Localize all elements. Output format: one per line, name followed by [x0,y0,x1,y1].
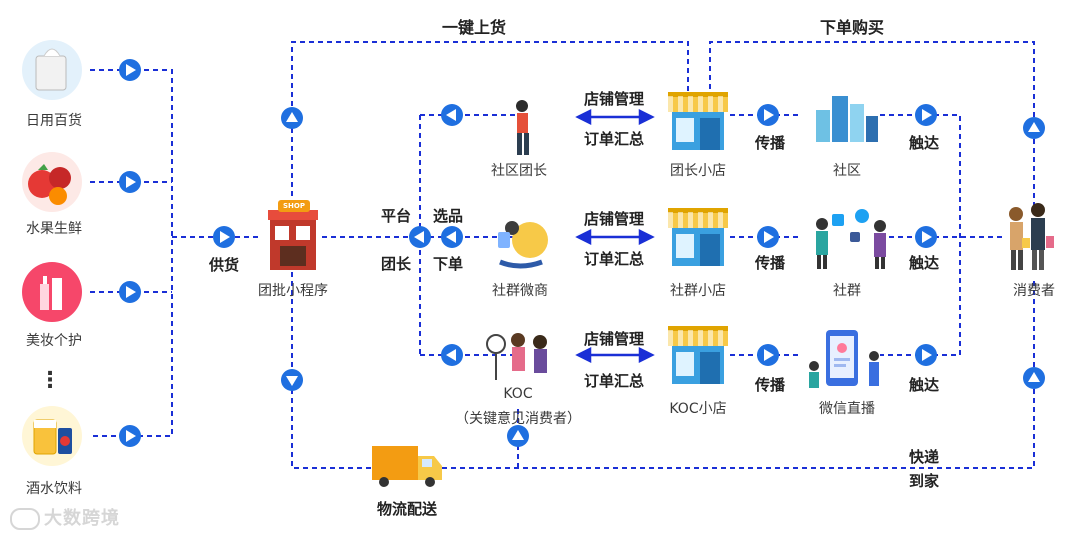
store-mgmt-label: 店铺管理 [583,330,645,348]
flow-arrow-icon [915,226,937,248]
fruit-icon [22,152,82,212]
flow-arrow-icon [915,104,937,126]
shop-icon [268,200,318,270]
channel-label-community: 社区 [833,163,861,179]
flow-arrow-icon [757,104,779,126]
supply-label: 供货 [208,256,240,274]
flow-arrow-icon [915,344,937,366]
logistics-label: 物流配送 [376,500,438,518]
channel-label-live: 微信直播 [819,401,875,417]
storefront-icon [668,208,728,266]
cosmetics-icon [22,262,82,322]
spread-label: 传播 [754,254,786,272]
role-label-koc: KOC [503,386,533,402]
flow-arrow-icon [507,425,529,447]
community-leader-icon [516,100,529,155]
reach-label: 触达 [908,254,940,272]
store-label-leader: 团长小店 [670,163,726,179]
consumers-icon [1009,203,1054,270]
order-summary-label: 订单汇总 [583,372,645,390]
flow-arrow-icon [409,226,431,248]
delivery-label-line2: 到家 [908,472,940,490]
hub-label: 团批小程序 [258,283,328,299]
store-mgmt-label: 店铺管理 [583,210,645,228]
top-left-flow-title: 一键上货 [441,18,507,37]
spread-label: 传播 [754,134,786,152]
live-stream-phone-icon [809,330,879,388]
store-label-group: 社群小店 [670,283,726,299]
reach-label: 触达 [908,134,940,152]
flow-arrow-icon [757,344,779,366]
role-sub-label-koc: （关键意见消费者） [455,411,581,427]
watermark-text: 大数跨境 [44,508,120,529]
watermark-logo-icon [10,508,40,530]
flow-arrow-icon [1023,367,1045,389]
flow-arrow-icon [213,226,235,248]
role-label-wechat: 社群微商 [492,283,548,299]
category-label-cosmetics: 美妆个护 [26,333,82,349]
category-label-drinks: 酒水饮料 [26,481,82,497]
category-label-fruit: 水果生鲜 [26,221,82,237]
role-label-leader: 社区团长 [491,163,547,179]
delivery-label-line1: 快递 [908,448,940,466]
buildings-icon [816,96,878,142]
flow-arrow-icon [119,425,141,447]
flow-arrow-icon [441,226,463,248]
flow-arrow-icon [119,59,141,81]
social-group-icon [816,209,886,269]
category-label-daily: 日用百货 [26,113,82,129]
order-label: 下单 [432,255,464,273]
select-label: 选品 [432,207,464,225]
flow-arrow-icon [757,226,779,248]
spread-label: 传播 [754,376,786,394]
flow-arrow-icon [441,344,463,366]
flow-arrow-icon [281,107,303,129]
reach-label: 触达 [908,376,940,394]
storefront-icon [668,326,728,384]
tissue-box-icon [22,40,82,100]
flow-arrow-icon [1023,117,1045,139]
wechat-merchant-icon [498,221,548,269]
order-summary-label: 订单汇总 [583,130,645,148]
flow-arrow-icon [281,369,303,391]
delivery-truck-icon [372,446,442,487]
watermark: 大数跨境 [10,504,120,530]
drinks-icon [22,406,82,466]
flow-arrow-icon [119,171,141,193]
order-summary-label: 订单汇总 [583,250,645,268]
channel-label-group: 社群 [833,283,861,299]
storefront-icon [668,92,728,150]
category-bus-line [90,69,173,437]
ellipsis-icon: ⋮ [39,368,61,393]
koc-icon [486,333,547,380]
consumer-label: 消费者 [1013,283,1055,299]
platform-label: 平台 [380,207,412,225]
leader-label: 团长 [380,255,412,273]
top-right-flow-title: 下单购买 [819,18,885,37]
shop-sign: SHOP [283,202,305,210]
store-mgmt-label: 店铺管理 [583,90,645,108]
flow-arrow-icon [119,281,141,303]
store-label-koc: KOC小店 [669,401,727,417]
flow-arrow-icon [441,104,463,126]
